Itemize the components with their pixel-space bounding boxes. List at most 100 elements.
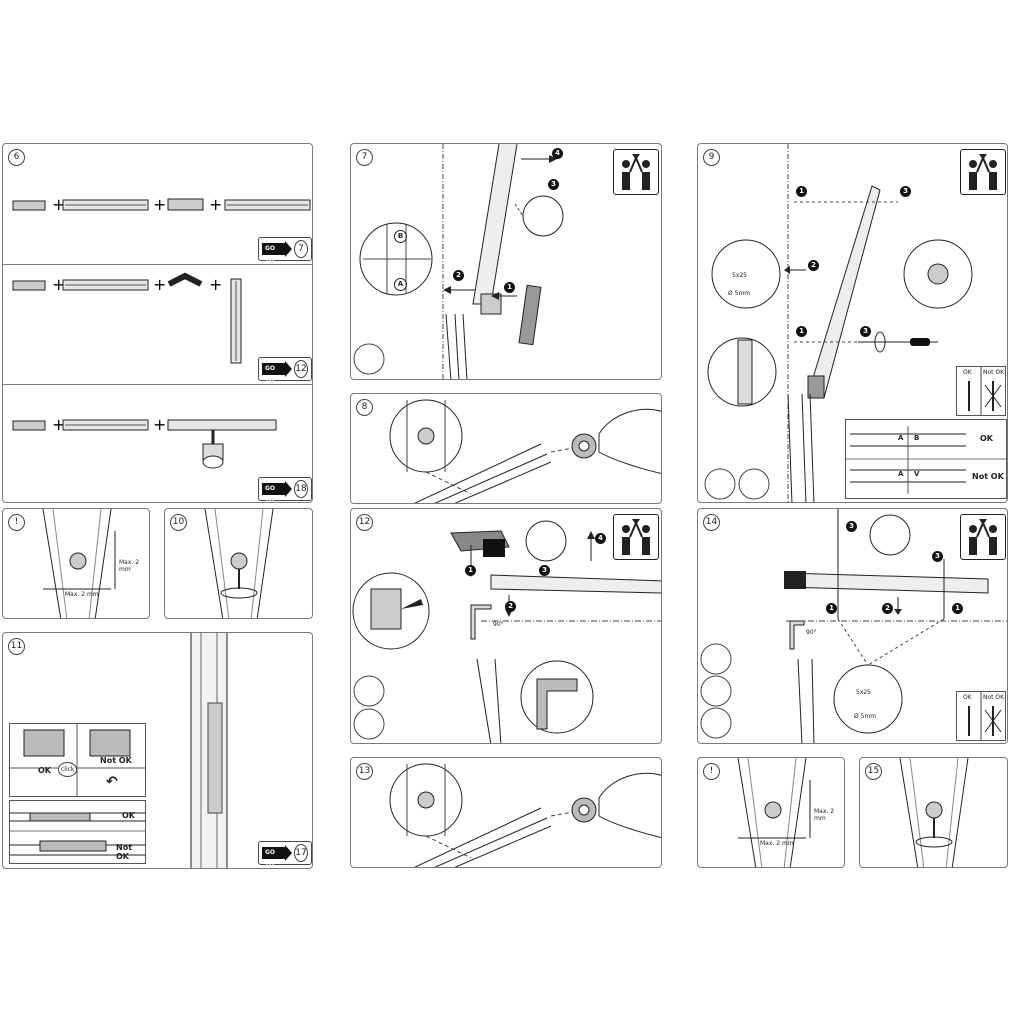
step-number: 6 [8, 149, 25, 166]
fit-check-box: OK click Not OK ↶ [9, 723, 146, 797]
callout-2: 2 [505, 601, 516, 612]
angle-label: 90° [806, 629, 817, 636]
fit-not-ok-label: Not OK [100, 756, 132, 765]
goto-step-7-button[interactable]: GO TO 7 [258, 237, 312, 264]
step-14-illustration [700, 509, 1007, 743]
rotate-icon: ↶ [106, 774, 118, 790]
panel-step-11: 11 OK click Not OK ↶ OK Not OK [2, 632, 313, 869]
marker-a: A [394, 278, 407, 291]
step-number: 13 [356, 763, 373, 780]
angle-label: 90° [493, 621, 504, 628]
panel-step-7: 7 B A 4 3 2 1 [350, 143, 662, 380]
goto-target: 18 [294, 480, 308, 498]
panel-step-10: 10 [164, 508, 313, 619]
callout-3: 3 [548, 179, 559, 190]
alignment-check-box: OK Not OK [9, 800, 146, 864]
svg-text:+: + [209, 275, 222, 294]
drill-size-label: Ø 5mm [728, 290, 751, 297]
panel-step-9: 9 1 3 2 1 3 5x25 Ø 5mm OK Not OK [697, 143, 1008, 503]
svg-text:+: + [153, 415, 166, 434]
callout-1: 1 [465, 565, 476, 576]
step-10-illustration [204, 509, 274, 618]
max-gap-vertical-label: Max. 2 mm [814, 808, 835, 822]
callout-3: 3 [539, 565, 550, 576]
svg-text:+: + [153, 195, 166, 214]
callout-2: 2 [453, 270, 464, 281]
callout-1: 1 [796, 186, 807, 197]
svg-text:+: + [52, 275, 65, 294]
callout-3: 3 [860, 326, 871, 337]
panel-step-14: 14 3 3 1 2 1 90° 5x25 Ø 5mm OK Not OK [697, 508, 1008, 744]
callout-3: 3 [932, 551, 943, 562]
goto-target: 12 [294, 360, 308, 378]
two-person-icon [960, 149, 1006, 195]
step-number: 12 [356, 514, 373, 531]
callout-2: 2 [808, 260, 819, 271]
ab-ok-label: OK [980, 434, 993, 443]
step-13-illustration [389, 763, 661, 867]
svg-text:+: + [209, 195, 222, 214]
goto-target: 17 [294, 844, 308, 862]
marker-a: A [898, 434, 904, 442]
callout-1: 1 [504, 282, 515, 293]
callout-1: 1 [826, 603, 837, 614]
goto-arrow-icon: GO TO [262, 361, 292, 384]
goto-step-12-button[interactable]: GO TO 12 [258, 357, 312, 384]
warning-number: ! [703, 763, 720, 780]
two-person-icon [613, 149, 659, 195]
goto-arrow-icon: GO TO [262, 241, 292, 264]
goto-arrow-icon: GO TO [262, 845, 292, 868]
step-8-illustration [389, 399, 661, 503]
goto-arrow-icon: GO TO [262, 481, 292, 502]
goto-step-17-button[interactable]: GO TO 17 [258, 841, 312, 868]
fit-ok-label: OK [38, 766, 51, 775]
step-number: 10 [170, 514, 187, 531]
step-number: 8 [356, 399, 373, 416]
svg-text:+: + [52, 195, 65, 214]
step-6-illustration: + + + + + + + + [12, 195, 311, 469]
align-not-ok-label: Not OK [116, 843, 133, 861]
callout-3: 3 [900, 186, 911, 197]
screw-size-label: 5x25 [732, 272, 748, 279]
panel-warning-right: ! Max. 2 mm Max. 2 mm [697, 757, 845, 868]
step-number: 11 [8, 638, 25, 655]
panel-step-13: 13 [350, 757, 662, 868]
screw-ok-label: OK [963, 369, 972, 376]
step-number: 7 [356, 149, 373, 166]
gap-check-illustration [737, 758, 811, 867]
marker-v: V [914, 470, 920, 478]
panel-step-6: 6 + + + + + + + + GO TO 7 [2, 143, 313, 503]
alignment-ab-check: A B A V OK Not OK [845, 419, 1007, 499]
screw-not-ok-label: Not OK [983, 694, 1005, 701]
click-label: click [58, 762, 78, 777]
two-person-icon [613, 514, 659, 560]
panel-step-8: 8 [350, 393, 662, 504]
svg-text:+: + [153, 275, 166, 294]
callout-1: 1 [796, 326, 807, 337]
step-11-illustration [190, 633, 228, 868]
callout-1: 1 [952, 603, 963, 614]
goto-step-18-button[interactable]: GO TO 18 [258, 477, 312, 502]
drill-size-label: Ø 5mm [854, 713, 877, 720]
step-9-illustration [704, 144, 973, 502]
step-number: 15 [865, 763, 882, 780]
callout-3: 3 [846, 521, 857, 532]
callout-4: 4 [552, 148, 563, 159]
panel-warning-left: ! Max. 2 mm Max. 2 mm [2, 508, 150, 619]
marker-b: B [914, 434, 920, 442]
max-gap-vertical-label: Max. 2 mm [119, 559, 140, 573]
screw-ok-check: OK Not OK [956, 366, 1006, 416]
marker-b: B [394, 230, 407, 243]
callout-2: 2 [882, 603, 893, 614]
ab-not-ok-label: Not OK [972, 472, 1004, 481]
screw-not-ok-label: Not OK [983, 369, 1005, 376]
warning-number: ! [8, 514, 25, 531]
screw-ok-check: OK Not OK [956, 691, 1006, 741]
callout-4: 4 [595, 533, 606, 544]
gap-check-illustration [42, 509, 116, 618]
align-ok-label: OK [122, 811, 135, 820]
step-number: 14 [703, 514, 720, 531]
marker-a: A [898, 470, 904, 478]
svg-text:+: + [52, 415, 65, 434]
two-person-icon [960, 514, 1006, 560]
